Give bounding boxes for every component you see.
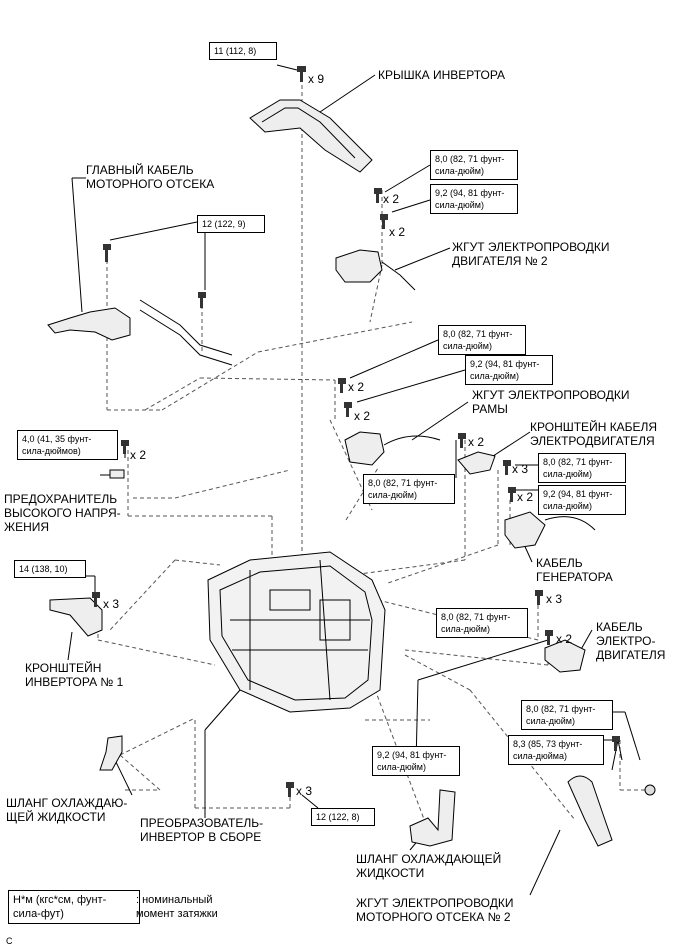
torque-box-cover: 11 (112, 8) <box>209 42 277 60</box>
label-inverter-bracket1: КРОНШТЕЙН ИНВЕРТОРА № 1 <box>25 661 124 689</box>
torque-box-generator-b: 9,2 (94, 81 фунт- сила-дюйм) <box>538 485 626 515</box>
label-frame-harness: ЖГУТ ЭЛЕКТРОПРОВОДКИ РАМЫ <box>472 388 630 416</box>
torque-box-motor-bracket: 8,0 (82, 71 фунт- сила-дюйм) <box>363 474 455 504</box>
qty-cover: x 9 <box>308 72 325 86</box>
torque-box-coolant-hose: 9,2 (94, 81 фунт- сила-дюйм) <box>372 746 460 776</box>
qty-harness2-a: x 2 <box>383 192 400 206</box>
label-engine-room-harness2: ЖГУТ ЭЛЕКТРОПРОВОДКИ МОТОРНОГО ОТСЕКА № … <box>356 896 514 924</box>
qty-frame-b: x 2 <box>354 409 371 423</box>
label-engine-harness2: ЖГУТ ЭЛЕКТРОПРОВОДКИ ДВИГАТЕЛЯ № 2 <box>452 240 610 268</box>
torque-box-motor-cable: 8,0 (82, 71 фунт- сила-дюйм) <box>436 608 528 638</box>
torque-box-main-cable: 12 (122, 9) <box>197 215 265 233</box>
torque-box-generator-a: 8,0 (82, 71 фунт- сила-дюйм) <box>538 453 626 483</box>
qty-harness2-b: x 2 <box>389 225 406 239</box>
label-main-cable: ГЛАВНЫЙ КАБЕЛЬ МОТОРНОГО ОТСЕКА <box>86 163 215 191</box>
torque-box-harness2-a: 8,0 (82, 71 фунт- сила-дюйм) <box>430 150 518 180</box>
qty-inverter-bottom: x 3 <box>296 784 313 798</box>
legend-unit-box: Н*м (кгс*см, фунт- сила-фут) <box>8 890 140 924</box>
qty-motor-cable-b: x 2 <box>556 632 573 646</box>
qty-generator-a: x 3 <box>512 462 529 476</box>
torque-box-fuse: 4,0 (41, 35 фунт- сила-дюймов) <box>17 430 118 460</box>
label-coolant-hose-left: ШЛАНГ ОХЛАЖДАЮ- ЩЕЙ ЖИДКОСТИ <box>6 796 128 824</box>
qty-motor-bracket: x 2 <box>468 435 485 449</box>
qty-generator-b: x 2 <box>517 490 534 504</box>
qty-bracket1: x 3 <box>103 597 120 611</box>
label-motor-cable-bracket: КРОНШТЕЙН КАБЕЛЯ ЭЛЕКТРОДВИГАТЕЛЯ <box>530 420 658 448</box>
label-converter-inverter: ПРЕОБРАЗОВАТЕЛЬ- ИНВЕРТОР В СБОРЕ <box>140 816 264 844</box>
torque-box-engine-harness-a: 8,0 (82, 71 фунт- сила-дюйм) <box>521 700 613 730</box>
qty-fuse: x 2 <box>130 448 147 462</box>
label-coolant-hose-bottom: ШЛАНГ ОХЛАЖДАЮЩЕЙ ЖИДКОСТИ <box>356 852 502 880</box>
torque-box-bracket1: 14 (138, 10) <box>14 560 86 578</box>
qty-motor-cable-a: x 3 <box>546 592 563 606</box>
torque-box-inverter-bottom: 12 (122, 8) <box>311 808 375 826</box>
corner-mark: C <box>6 936 13 946</box>
qty-frame-a: x 2 <box>348 380 365 394</box>
label-generator-cable: КАБЕЛЬ ГЕНЕРАТОРА <box>536 556 613 584</box>
label-inverter-cover: КРЫШКА ИНВЕРТОРА <box>378 68 506 82</box>
torque-box-frame-b: 9,2 (94, 81 фунт- сила-дюйм) <box>465 355 553 385</box>
label-hv-fuse: ПРЕДОХРАНИТЕЛЬ ВЫСОКОГО НАПРЯ- ЖЕНИЯ <box>4 492 121 534</box>
legend-description: : номинальный момент затяжки <box>136 894 218 920</box>
torque-box-frame-a: 8,0 (82, 71 фунт- сила-дюйм) <box>438 325 526 355</box>
torque-box-harness2-b: 9,2 (94, 81 фунт- сила-дюйм) <box>430 184 518 214</box>
torque-box-engine-harness-b: 8,3 (85, 73 фунт- сила-дюйма) <box>508 735 604 765</box>
label-motor-cable: КАБЕЛЬ ЭЛЕКТРО- ДВИГАТЕЛЯ <box>596 620 666 662</box>
